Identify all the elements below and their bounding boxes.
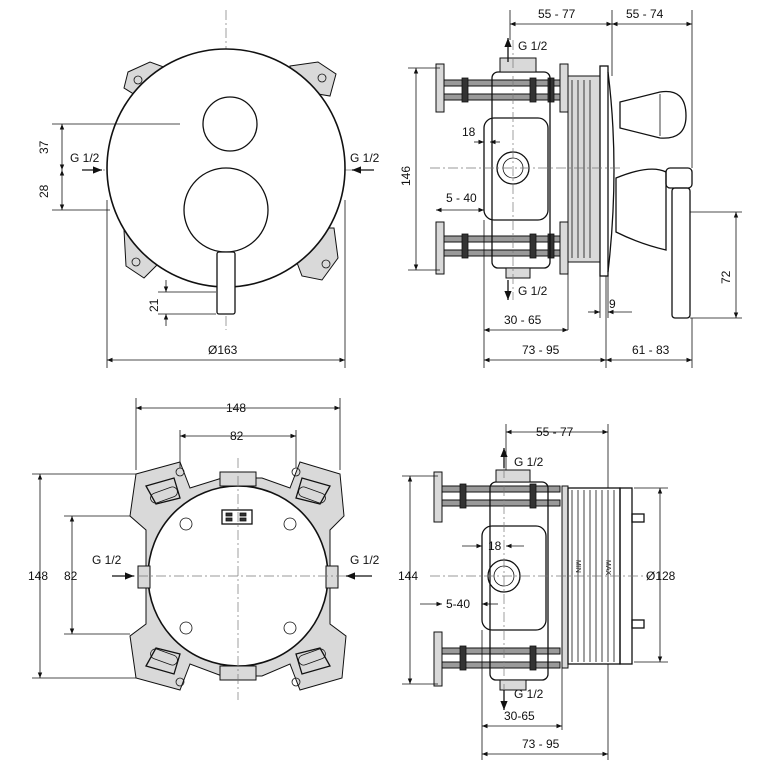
dim-146: 146 xyxy=(399,166,413,186)
body-side-dim-144: 144 xyxy=(398,569,418,583)
dim-diameter-163: Ø163 xyxy=(208,343,238,357)
side-dim-18: 18 xyxy=(462,125,476,139)
body-dim-148-w: 148 xyxy=(226,401,246,415)
body-dim-148-h: 148 xyxy=(28,569,48,583)
side-dim-30-65: 30 - 65 xyxy=(504,313,542,327)
body-inlet-right-label: G 1/2 xyxy=(350,553,380,567)
side-dim-9: 9 xyxy=(609,297,616,311)
diverter-knob xyxy=(202,96,258,152)
dim-21: 21 xyxy=(147,298,161,312)
side-view: G 1/2 G 1/2 55 - 77 55 - 74 146 18 5 - 4… xyxy=(399,7,742,368)
inlet-left-label: G 1/2 xyxy=(70,151,100,165)
side-dim-72: 72 xyxy=(719,270,733,284)
dim-28: 28 xyxy=(37,184,51,198)
side-outlet-bottom-label: G 1/2 xyxy=(518,284,548,298)
side-dim-61-83: 61 - 83 xyxy=(632,343,670,357)
side-dim-73-95: 73 - 95 xyxy=(522,343,560,357)
body-side-outlet-top-label: G 1/2 xyxy=(514,455,544,469)
dim-55-74: 55 - 74 xyxy=(626,7,664,21)
body-side-dim-18: 18 xyxy=(488,539,502,553)
body-front-view: G 1/2 G 1/2 148 82 148 82 xyxy=(28,398,380,700)
dim-55-77: 55 - 77 xyxy=(538,7,576,21)
body-side-view: MIN MAX G 1/2 G 1/2 55 - 77 18 144 5-40 xyxy=(398,424,676,760)
mark-max: MAX xyxy=(604,560,611,576)
body-inlet-left-label: G 1/2 xyxy=(92,553,122,567)
body-side-dim-30-65: 30-65 xyxy=(504,709,535,723)
lever-handle xyxy=(216,251,236,315)
mark-min: MIN xyxy=(574,560,581,573)
threaded-rods-top xyxy=(443,77,561,103)
body-dim-82-w: 82 xyxy=(230,429,244,443)
body-side-dim-55-77: 55 - 77 xyxy=(536,425,574,439)
side-outlet-top-label: G 1/2 xyxy=(518,39,548,53)
body-side-dim-73-95: 73 - 95 xyxy=(522,737,560,751)
body-side-dim-5-40: 5-40 xyxy=(446,597,470,611)
dim-37: 37 xyxy=(37,140,51,154)
side-dim-5-40: 5 - 40 xyxy=(446,191,477,205)
body-dim-82-h: 82 xyxy=(64,569,78,583)
body-side-outlet-bottom-label: G 1/2 xyxy=(514,687,544,701)
inlet-right-label: G 1/2 xyxy=(350,151,380,165)
front-view: G 1/2 G 1/2 37 28 21 Ø163 xyxy=(37,10,380,368)
body-side-dim-diameter-128: Ø128 xyxy=(646,569,676,583)
threaded-rods-bottom xyxy=(443,233,561,259)
